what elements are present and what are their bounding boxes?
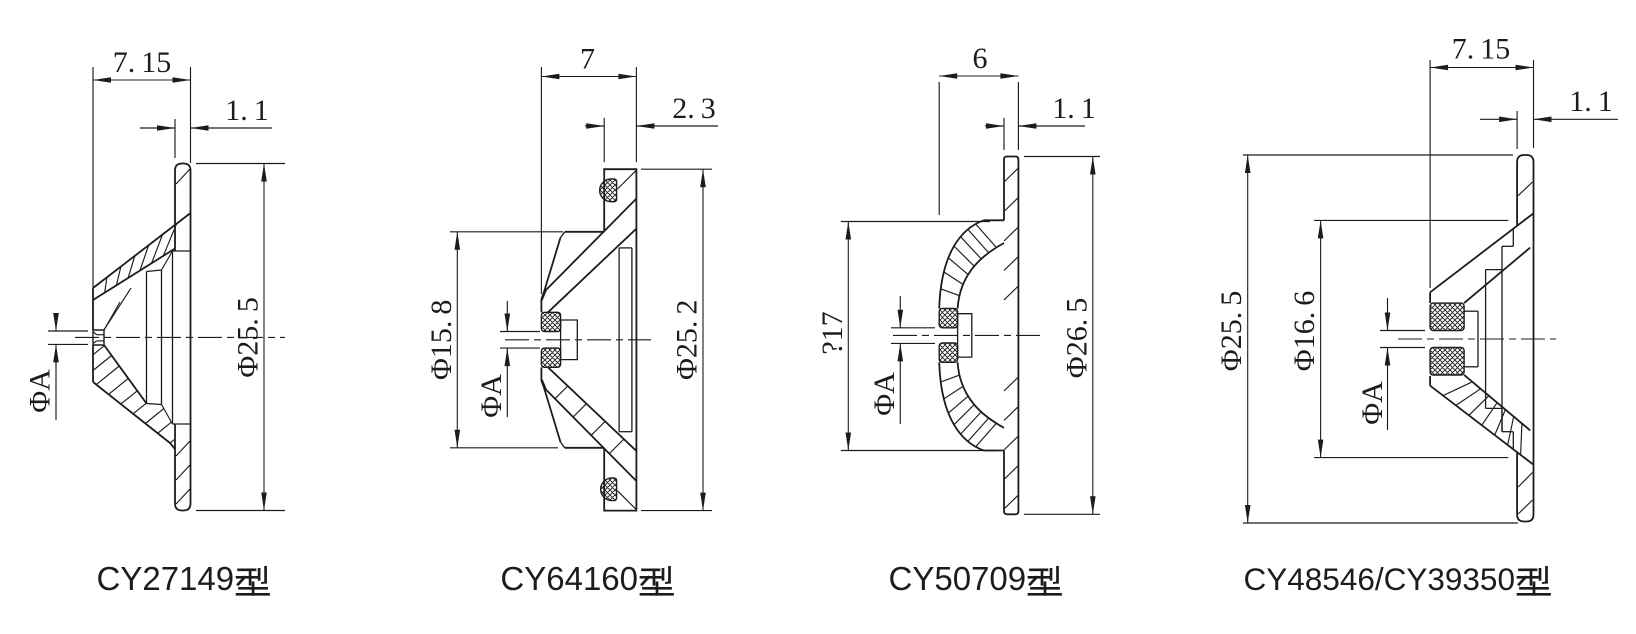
svg-text:Φ25. 5: Φ25. 5 [1215, 291, 1248, 371]
svg-text:6: 6 [973, 42, 988, 75]
svg-text:7. 15: 7. 15 [1452, 33, 1511, 66]
svg-text:Φ16. 6: Φ16. 6 [1288, 291, 1321, 371]
svg-text:Φ25. 2: Φ25. 2 [671, 300, 704, 380]
svg-text:1. 1: 1. 1 [1052, 92, 1096, 125]
svg-text:7: 7 [580, 43, 595, 76]
svg-text:ΦA: ΦA [475, 374, 508, 418]
svg-text:1. 1: 1. 1 [1569, 85, 1613, 118]
svg-text:?17: ?17 [816, 311, 849, 354]
svg-text:CY48546/CY39350: CY48546/CY39350 [1244, 561, 1515, 597]
svg-text:CY27149: CY27149 [97, 560, 235, 597]
svg-text:1. 1: 1. 1 [225, 94, 269, 127]
svg-text:ΦA: ΦA [24, 369, 57, 413]
svg-text:Φ25. 5: Φ25. 5 [232, 297, 265, 377]
svg-text:2. 3: 2. 3 [672, 92, 716, 125]
svg-text:Φ26. 5: Φ26. 5 [1060, 298, 1093, 378]
svg-text:7. 15: 7. 15 [113, 46, 172, 79]
svg-text:CY50709: CY50709 [889, 560, 1027, 597]
svg-text:ΦA: ΦA [868, 372, 901, 416]
svg-text:Φ15. 8: Φ15. 8 [425, 300, 458, 380]
svg-text:CY64160: CY64160 [500, 560, 638, 597]
svg-text:ΦA: ΦA [1356, 381, 1389, 425]
